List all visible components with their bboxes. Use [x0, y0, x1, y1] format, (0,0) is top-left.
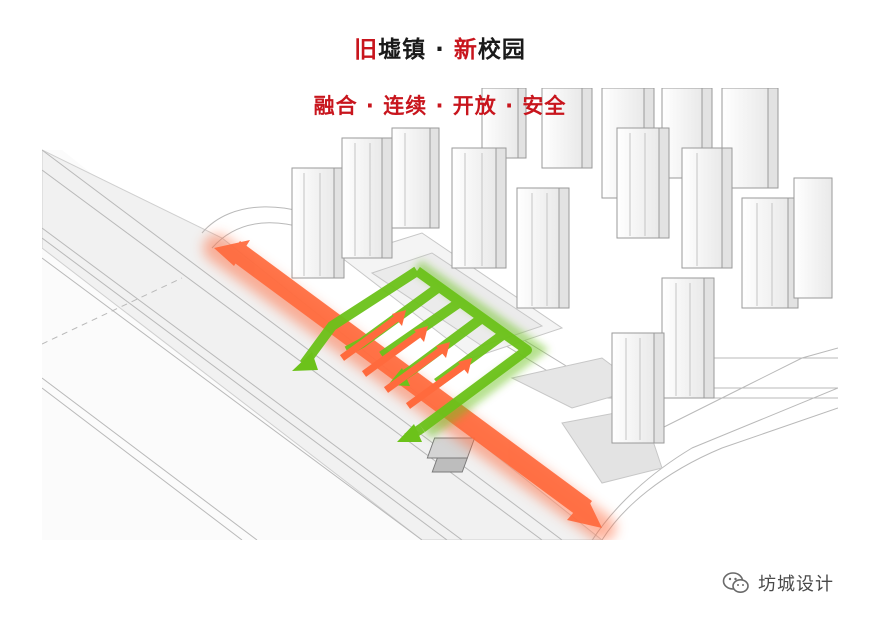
account-watermark: 坊城设计 [722, 570, 834, 596]
inner-orange-arrowheads [392, 310, 472, 374]
tower-details [303, 133, 773, 440]
page-title: 旧墟镇 · 新校园 [0, 30, 880, 64]
title-text-town: 墟镇 · [378, 37, 454, 63]
wechat-icon [722, 572, 749, 593]
title-accent-new: 新 [453, 37, 478, 63]
street-arrow [214, 240, 602, 528]
title-accent-old: 旧 [354, 37, 379, 63]
axonometric-diagram [42, 88, 838, 540]
tower-buildings [291, 88, 833, 444]
inner-orange-arrows [339, 313, 469, 409]
diagram-subtitle: 融合 · 连续 · 开放 · 安全 [313, 94, 567, 118]
title-text-campus: 校园 [477, 37, 526, 63]
account-name: 坊城设计 [758, 574, 834, 595]
